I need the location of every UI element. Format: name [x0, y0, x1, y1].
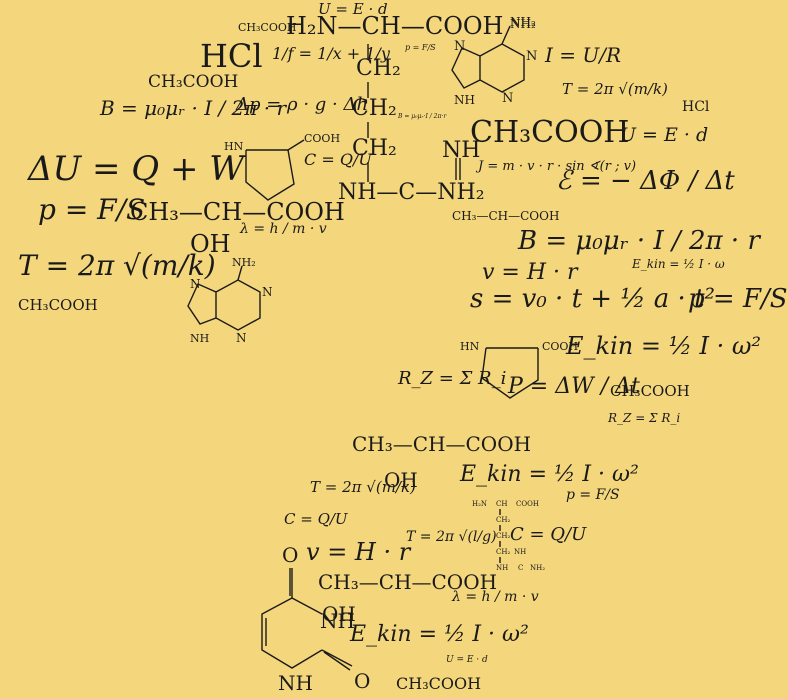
carboxyl-group-label: COOH	[516, 500, 539, 508]
methylene-group-label: CH₂	[496, 516, 510, 524]
acetic-acid-formula: CH₃COOH	[396, 674, 482, 693]
rotational-kinetic-energy-formula: E_kin = ½ I · ω²	[460, 462, 639, 487]
imine-label: NH	[190, 332, 209, 345]
ohms-law-formula: I = U/R	[545, 43, 622, 67]
pressure-formula: p = F/S	[38, 193, 146, 226]
rotational-kinetic-energy-formula: E_kin = ½ I · ω²	[350, 622, 529, 647]
amine-group-label: NH₂	[530, 564, 545, 572]
capacitance-formula: C = Q/U	[304, 150, 372, 169]
hydroxyl-group: OH	[384, 468, 418, 492]
magnetic-field-formula: B = μ₀μᵣ · I / 2π · r	[518, 226, 760, 256]
hubble-law-formula: v = H · r	[482, 260, 578, 285]
nitrogen-atom-label: N	[262, 285, 273, 299]
lens-equation: 1/f = 1/x + 1/y	[272, 44, 390, 63]
de-broglie-formula: λ = h / m · v	[452, 589, 539, 605]
kinetic-energy-formula-tiny: E_kin = ½ I · ω	[632, 257, 725, 271]
kinematics-formula: s = v₀ · t + ½ a · t²	[470, 284, 715, 314]
arginine-structure: H₂N CH COOH CH₂ CH₂ CH₂ NH NH C NH₂	[472, 500, 545, 572]
imine-label: NH	[278, 671, 313, 695]
capacitance-formula: C = Q/U	[284, 510, 348, 528]
formula-collage: CH₃COOH H₂N—CH—COOH U = E · d NH₂ HCl 1/…	[18, 0, 788, 695]
hydrostatic-pressure-formula: Δp = ρ · g · Δh	[236, 94, 369, 115]
methylene-group-label: CH₂	[496, 532, 510, 540]
capacitance-formula: C = Q/U	[510, 524, 587, 545]
nitrogen-atom-label: N	[236, 331, 247, 345]
methylene-group: CH₂	[356, 56, 401, 81]
hubble-law-formula: v = H · r	[306, 538, 411, 566]
hydrochloric-acid-formula: HCl	[682, 99, 710, 115]
imine-label: NH	[514, 548, 526, 556]
carbon-atom-label: C	[518, 564, 523, 572]
methylene-group: CH₂	[352, 96, 397, 121]
rotational-kinetic-energy-formula: E_kin = ½ I · ω²	[566, 332, 762, 360]
nitrogen-atom-label: N	[502, 91, 513, 106]
first-law-thermodynamics: ΔU = Q + W	[28, 149, 245, 189]
series-resistance-formula: R_Z = Σ R_i	[398, 368, 507, 389]
voltage-field-formula: U = E · d	[620, 124, 709, 146]
hydroxyl-group: OH	[322, 602, 356, 626]
oxygen-atom-label: O	[354, 669, 370, 693]
proline-structure: HN COOH	[224, 132, 340, 201]
oxygen-atom-label: O	[282, 543, 298, 567]
methylene-group-label: CH₂	[496, 548, 510, 556]
lactic-acid-formula: CH₃—CH—COOH	[452, 209, 560, 223]
adenine-structure: NH₂ N N N NH	[451, 15, 537, 107]
faraday-induction-formula: ℰ = − ΔΦ / Δt	[556, 166, 735, 196]
lactic-acid-formula: CH₃—CH—COOH	[318, 570, 498, 594]
guanidine-group: NH—C—NH₂	[338, 180, 485, 205]
pressure-formula: p = F/S	[688, 284, 788, 314]
imine-label: NH	[496, 564, 508, 572]
pressure-formula: p = F/S	[566, 487, 620, 503]
acetic-acid-formula: CH₃COOH	[610, 382, 690, 400]
pressure-formula-tiny: p = F/S	[405, 43, 436, 52]
acetic-acid-formula: CH₃COOH	[238, 21, 297, 34]
spring-period-formula: T = 2π √(m/k)	[18, 249, 216, 282]
hydroxyl-group: OH	[190, 230, 231, 258]
voltage-field-formula: U = E · d	[446, 655, 488, 665]
amine-group-label: NH₂	[232, 256, 256, 269]
methine-group-label: CH	[496, 500, 507, 508]
nitrogen-atom-label: N	[190, 277, 201, 291]
acetic-acid-formula: CH₃COOH	[148, 72, 239, 92]
proline-structure: HN COOH	[460, 340, 578, 399]
lactic-acid-formula: CH₃—CH—COOH	[130, 198, 345, 226]
voltage-field-formula: U = E · d	[318, 0, 388, 18]
glycine-formula: H₂N—CH—COOH	[286, 12, 504, 40]
series-resistance-formula-small: R_Z = Σ R_i	[608, 411, 681, 425]
carboxyl-group-label: COOH	[542, 340, 578, 353]
nitrogen-atom-label: N	[454, 39, 465, 54]
spring-period-formula: T = 2π √(m/k)	[562, 80, 668, 98]
uracil-structure: O NH NH O	[261, 543, 370, 695]
acetic-acid-formula-large: CH₃COOH	[470, 115, 630, 150]
imine-label: NH	[454, 93, 475, 107]
angular-momentum-formula: J = m · v · r · sin ∢(r ; v)	[478, 159, 637, 174]
methylene-group: CH₂	[352, 136, 397, 161]
imine-label: HN	[460, 340, 480, 353]
imine-group: NH	[442, 138, 481, 163]
amine-group-label: NH₂	[510, 15, 536, 29]
power-formula: P = ΔW / Δt	[508, 374, 640, 399]
hydrochloric-acid-formula: HCl	[200, 37, 263, 75]
amine-group-label: H₂N	[472, 500, 487, 508]
lactic-acid-formula: CH₃—CH—COOH	[352, 432, 532, 456]
imine-label: HN	[224, 140, 244, 153]
arginine-backbone-bonds	[367, 44, 461, 182]
amine-group-label: NH₂	[510, 17, 536, 31]
carboxyl-group-label: COOH	[304, 132, 340, 145]
spring-period-formula: T = 2π √(m/k)	[310, 478, 416, 496]
pendulum-period-formula: T = 2π √(l/g)	[406, 529, 497, 545]
acetic-acid-formula: CH₃COOH	[18, 296, 98, 314]
imine-label: NH	[320, 609, 355, 633]
de-broglie-formula: λ = h / m · v	[240, 221, 327, 237]
nitrogen-atom-label: N	[526, 49, 537, 64]
magnetic-field-formula-tiny: B = μ₀μᵣ·I / 2π·r	[398, 113, 447, 120]
magnetic-field-formula: B = μ₀μᵣ · I / 2π · r	[100, 96, 287, 120]
adenine-structure: NH₂ N N N NH	[187, 256, 273, 345]
